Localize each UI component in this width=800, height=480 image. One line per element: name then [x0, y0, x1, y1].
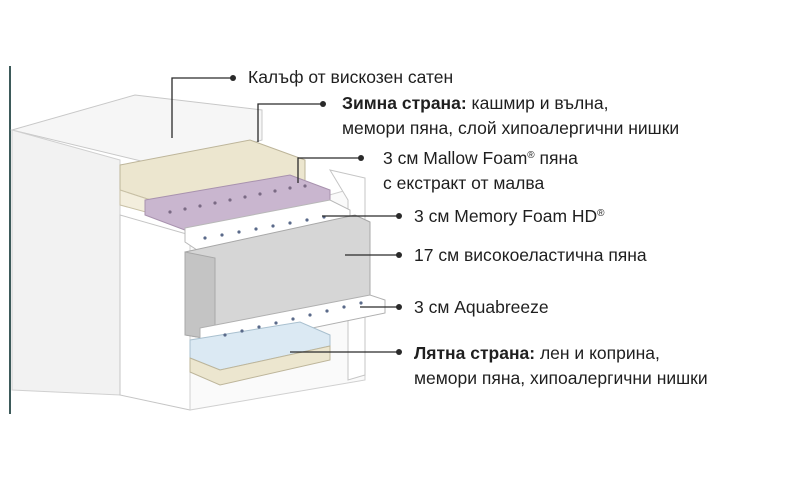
mallow-foam-suffix: пяна: [534, 148, 578, 168]
mallow-leader-dot: [358, 155, 364, 161]
mallow-foam-label: 3 см Mallow Foam® пяна с екстракт от мал…: [383, 146, 578, 196]
memory-foam-label: 3 см Memory Foam HD®: [414, 204, 605, 229]
hr-foam-label: 17 см високоеластична пяна: [414, 243, 647, 268]
summer-side-label: Лятна страна: лен и коприна, мемори пяна…: [414, 341, 708, 391]
mallow-perforations: [168, 184, 307, 214]
winter-side-label: Зимна страна: кашмир и вълна, мемори пян…: [342, 91, 679, 141]
memory-leader-dot: [396, 213, 402, 219]
memory-foam-name: 3 см Memory Foam HD: [414, 206, 598, 226]
summer-side-line2: мемори пяна, хипоалергични нишки: [414, 368, 708, 388]
winter-side-line2: мемори пяна, слой хипоалергични нишки: [342, 118, 680, 138]
mallow-foam-name: 3 см Mallow Foam: [383, 148, 528, 168]
hr-foam-text: 17 см високоеластична пяна: [414, 245, 647, 265]
mallow-registered-mark: ®: [527, 150, 535, 161]
winter-leader-dot: [320, 101, 326, 107]
winter-side-title: Зимна страна:: [342, 93, 467, 113]
cover-label-text: Калъф от вискозен сатен: [248, 67, 454, 87]
memory-registered-mark: ®: [597, 208, 605, 219]
cover-label: Калъф от вискозен сатен: [248, 65, 453, 90]
cover-front-left: [119, 214, 191, 411]
summer-side-title: Лятна страна:: [414, 343, 536, 363]
left-divider-rule: [9, 66, 11, 414]
cover-leader-dot: [230, 75, 236, 81]
winter-side-materials: кашмир и вълна,: [466, 93, 609, 113]
leader-lines: [171, 77, 398, 353]
aquabreeze-label: 3 см Aquabreeze: [414, 295, 549, 320]
summer-leader-dot: [396, 349, 402, 355]
aquabreeze-text: 3 см Aquabreeze: [414, 297, 549, 317]
mallow-foam-line2: с екстракт от малва: [383, 173, 545, 193]
summer-side-materials: лен и коприна,: [535, 343, 660, 363]
mattress-side-panel: [11, 129, 121, 396]
aquabreeze-perforations: [223, 301, 363, 337]
hr-leader-dot: [396, 252, 402, 258]
summer-fibre-layer: [189, 345, 331, 386]
aqua-leader-dot: [396, 304, 402, 310]
